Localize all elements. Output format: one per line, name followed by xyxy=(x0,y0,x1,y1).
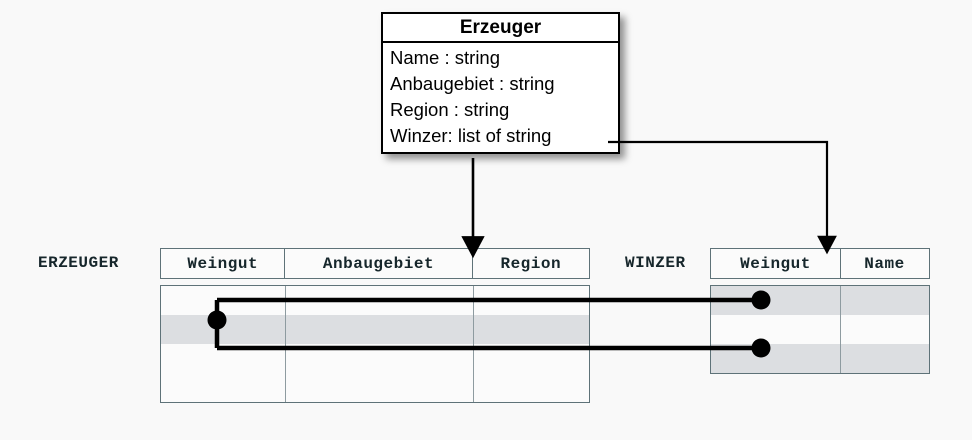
cell-region xyxy=(474,286,588,315)
uml-attribute-winzer: Winzer: list of string xyxy=(390,125,552,146)
cell-region xyxy=(474,344,588,373)
table-row[interactable] xyxy=(161,315,589,344)
cell-weingut xyxy=(161,373,286,402)
table-row[interactable] xyxy=(711,315,929,344)
cell-region xyxy=(474,373,588,402)
column-header-weingut: Weingut xyxy=(161,249,286,278)
uml-class-box-erzeuger: Erzeuger Name : string Anbaugebiet : str… xyxy=(381,12,620,154)
cell-anbaugebiet xyxy=(286,373,474,402)
cell-weingut xyxy=(161,344,286,373)
arrow-winzer-attribute-to-winzer-table xyxy=(608,140,837,255)
column-header-weingut: Weingut xyxy=(711,249,841,278)
uml-attribute-list: Name : string Anbaugebiet : string Regio… xyxy=(383,43,618,152)
cell-weingut xyxy=(161,286,286,315)
table-body-erzeuger xyxy=(160,285,590,403)
table-body-winzer xyxy=(710,285,930,374)
relational-table-erzeuger: Weingut Anbaugebiet Region xyxy=(160,248,590,403)
table-row[interactable] xyxy=(161,373,589,402)
column-header-region: Region xyxy=(500,254,562,273)
cell-weingut xyxy=(711,286,841,315)
relational-table-winzer: Weingut Name xyxy=(710,248,930,374)
column-header-anbaugebiet: Anbaugebiet xyxy=(285,249,473,278)
table-label-winzer: WINZER xyxy=(625,254,686,272)
table-row[interactable] xyxy=(711,286,929,315)
cell-weingut xyxy=(711,315,841,344)
cell-name xyxy=(841,286,928,315)
cell-anbaugebiet xyxy=(286,344,474,373)
table-header-row-erzeuger: Weingut Anbaugebiet Region xyxy=(160,248,590,279)
uml-attribute-region: Region : string xyxy=(390,99,510,120)
cell-weingut xyxy=(161,315,286,344)
cell-name xyxy=(841,315,928,344)
column-header-name: Name xyxy=(864,254,905,273)
uml-class-name: Erzeuger xyxy=(383,14,618,43)
cell-weingut xyxy=(711,344,841,373)
table-row[interactable] xyxy=(161,286,589,315)
table-header-row-winzer: Weingut Name xyxy=(710,248,930,279)
cell-anbaugebiet xyxy=(286,286,474,315)
cell-region xyxy=(474,315,588,344)
table-row[interactable] xyxy=(161,344,589,373)
cell-name xyxy=(841,344,928,373)
cell-anbaugebiet xyxy=(286,315,474,344)
uml-attribute-anbaugebiet: Anbaugebiet : string xyxy=(390,73,555,94)
table-label-erzeuger: ERZEUGER xyxy=(38,254,119,272)
uml-attribute-name: Name : string xyxy=(390,47,501,68)
table-row[interactable] xyxy=(711,344,929,373)
